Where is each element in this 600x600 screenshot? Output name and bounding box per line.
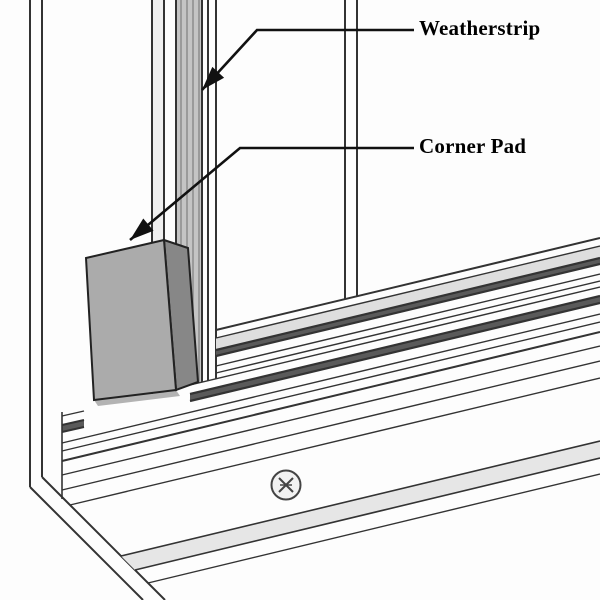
- weatherstrip-callout-arrow: [201, 28, 414, 91]
- callouts: [129, 28, 414, 241]
- corner-pad-callout-arrow: [129, 146, 414, 241]
- screw-icon: [270, 469, 302, 501]
- sill-lines: [61, 237, 600, 584]
- right-jamb: [344, 0, 358, 299]
- track-channel-light: [216, 246, 600, 350]
- corner-pad-front-face: [84, 238, 178, 402]
- track-rib-front: [190, 296, 600, 401]
- sill-track-assembly: [61, 237, 600, 584]
- corner-pad-shadow: [94, 390, 180, 406]
- weatherstrip-label: Weatherstrip: [419, 16, 541, 40]
- corner-pad-label: Corner Pad: [419, 134, 527, 158]
- track-rib-front-left: [62, 420, 84, 432]
- track-rib-back: [216, 258, 600, 356]
- corner-pad-shape: [84, 238, 200, 406]
- sill-front-face: [121, 441, 600, 570]
